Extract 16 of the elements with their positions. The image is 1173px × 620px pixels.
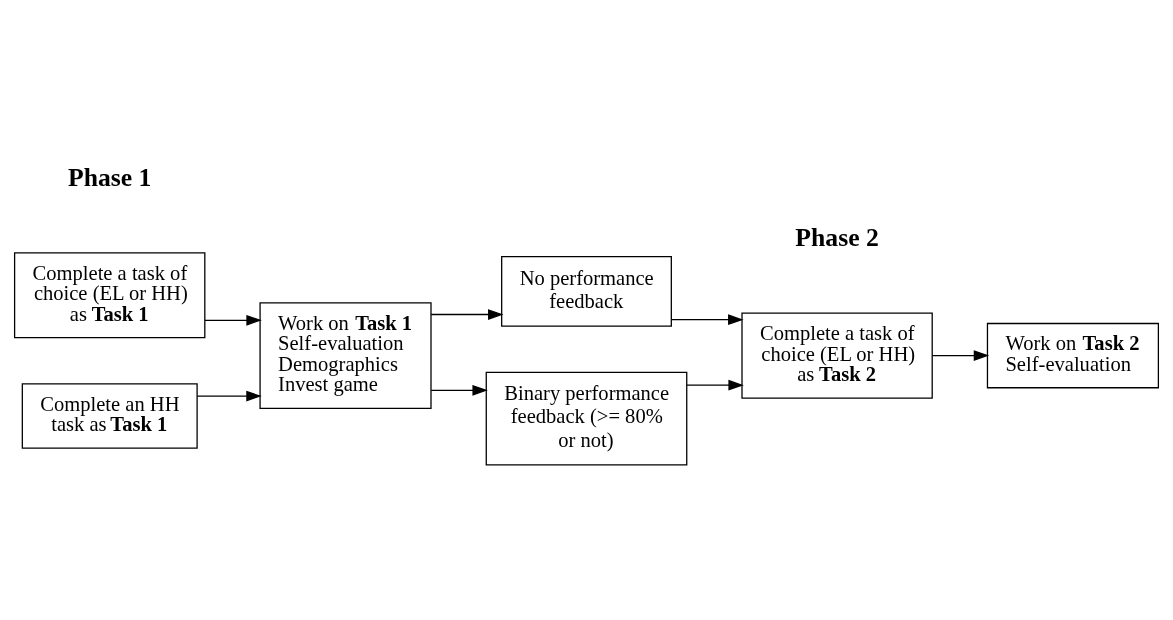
node-box: Complete an HH task as Task 1 [21,383,198,449]
node-box: Complete a task of choice (EL or HH) as Task 2 [741,312,933,399]
node-box: Work on Task 2 Self-evaluation [986,322,1160,389]
label: Phase 2 [795,223,879,253]
arrow [204,314,262,326]
arrow [196,390,262,402]
arrow [430,384,488,396]
arrow [670,314,744,326]
node-box: Complete a task of choice (EL or HH) as Task 1 [13,252,206,339]
arrow [430,309,504,320]
label: Phase 1 [67,162,152,192]
arrow [686,379,744,391]
arrow [931,350,990,362]
node-box: Work on Task 1 Self-evaluation Demographics Invest game [259,302,432,409]
node-box: No performance feedback [501,256,672,327]
node-box: Binary performance feedback (>= 80% or not) [485,371,688,466]
